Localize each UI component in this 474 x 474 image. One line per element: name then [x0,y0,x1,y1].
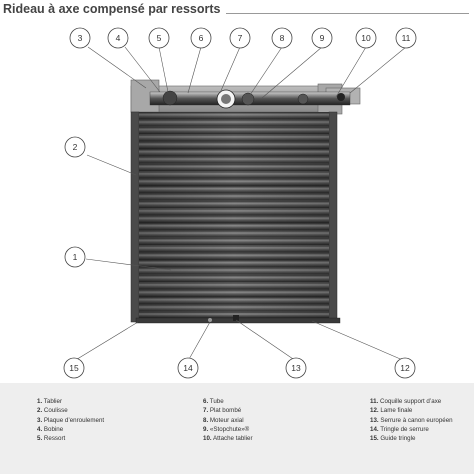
curtain-shading [139,112,329,320]
svg-text:15: 15 [69,363,79,373]
legend-panel: 1. Tablier 2. Coulisse 3. Plaque d’enrou… [0,383,474,474]
axle-tube [149,89,351,109]
legend-column-2: 6. Tube 7. Plat bombé 8. Moteur axial 9.… [203,397,253,443]
callout-6: 6 [190,27,212,49]
svg-text:3: 3 [78,33,83,43]
legend-item: 2. Coulisse [37,407,68,415]
legend-item: 4. Bobine [37,425,64,433]
callout-5: 5 [148,27,170,49]
callout-3: 3 [69,27,91,49]
legend-item: 7. Plat bombé [203,407,242,415]
callout-1: 1 [64,246,86,268]
legend-item: 6. Tube [203,398,224,405]
legend-column-1: 1. Tablier 2. Coulisse 3. Plaque d’enrou… [37,397,104,443]
svg-text:2: 2 [73,142,78,152]
svg-text:5: 5 [157,33,162,43]
svg-text:7: 7 [238,33,243,43]
legend-item: 5. Ressort [37,435,66,443]
svg-text:4: 4 [116,33,121,43]
bottom-bar [135,315,341,324]
svg-text:10: 10 [361,33,371,43]
callout-markers: 3 4 5 6 7 8 9 10 11 2 1 15 14 13 12 [63,27,417,379]
title-rule [226,13,469,14]
leader-lines [73,46,407,362]
legend-item: 13. Serrure à canon européen [370,416,453,424]
svg-text:14: 14 [183,363,193,373]
legend-item: 11. Coquille support d’axe [370,398,442,405]
callout-14: 14 [177,357,199,379]
legend-item: 3. Plaque d’enroulement [37,416,105,424]
legend-item: 1. Tablier [37,398,63,405]
svg-text:1: 1 [73,252,78,262]
svg-text:8: 8 [280,33,285,43]
svg-text:13: 13 [291,363,301,373]
svg-text:9: 9 [320,33,325,43]
callout-4: 4 [107,27,129,49]
legend-item: 8. Moteur axial [203,416,244,424]
legend-item: 15. Guide tringle [370,435,416,443]
svg-text:11: 11 [402,33,411,43]
legend-item: 14. Tringle de serrure [370,425,429,433]
svg-text:6: 6 [199,33,204,43]
callout-8: 8 [271,27,293,49]
legend-item: 10. Attache tablier [203,435,253,443]
diagram-title: Rideau à axe compensé par ressorts [3,2,221,16]
shutter-diagram: 3 4 5 6 7 8 9 10 11 2 1 15 14 13 12 [63,27,417,379]
callout-11: 11 [395,27,417,49]
callout-15: 15 [63,357,85,379]
callout-9: 9 [311,27,333,49]
callout-2: 2 [64,136,86,158]
legend-item: 12. Lame finale [370,407,413,415]
legend-item: 9. «Stopchute»® [203,425,250,433]
legend-column-3: 11. Coquille support d’axe 12. Lame fina… [370,397,453,443]
callout-13: 13 [285,357,307,379]
svg-text:12: 12 [400,363,410,373]
callout-12: 12 [394,357,416,379]
callout-7: 7 [229,27,251,49]
callout-10: 10 [355,27,377,49]
